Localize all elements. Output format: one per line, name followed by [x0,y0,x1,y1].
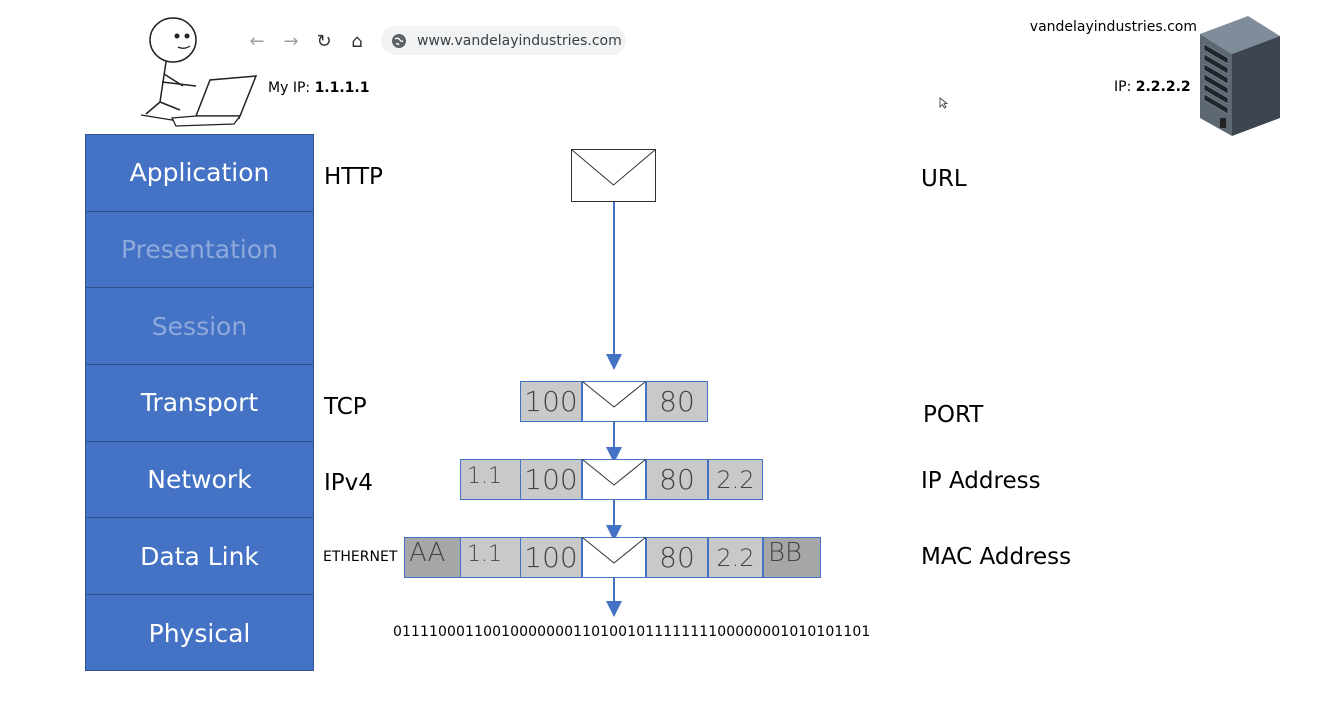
layer-physical: Physical [148,618,251,648]
user-at-laptop-illustration [140,17,258,127]
url-text: www.vandelayindustries.com [417,32,622,49]
back-arrow-icon[interactable]: ← [249,30,265,52]
mac-destination-address: BB [763,537,821,578]
address-mac-label: MAC Address [921,544,1072,570]
tcp-source-port: 100 [520,381,582,422]
tcp-destination-port: 80 [646,381,708,422]
http-message-envelope-icon [571,149,656,202]
ip-destination-address: 2.2 [708,459,763,500]
payload-envelope-icon [582,381,646,422]
protocol-ethernet: ETHERNET [323,549,398,565]
tcp-source-port: 100 [520,459,582,500]
reload-icon[interactable]: ↻ [316,30,332,52]
ip-source-address: 1.1 [460,459,521,500]
layer-transport: Transport [86,365,313,442]
protocol-http: HTTP [324,164,383,190]
address-ip-label: IP Address [921,468,1041,494]
layer-data-link: Data Link [86,518,313,596]
tcp-destination-port: 80 [646,459,708,500]
mac-source-address: AA [404,537,461,578]
address-bar[interactable]: www.vandelayindustries.com [381,26,626,55]
forward-arrow-icon[interactable]: → [283,30,299,52]
address-port-label: PORT [923,402,984,428]
home-icon[interactable]: ⌂ [351,30,363,52]
layer-application: Application [86,135,313,212]
physical-bitstream: 0111100011001000000011010010111111110000… [393,624,871,640]
ip-source-address: 1.1 [460,537,521,578]
client-ip-label: My IP: 1.1.1.1 [268,80,370,96]
server-hostname: vandelayindustries.com [1029,19,1197,35]
layer-network: Network [86,442,313,519]
layer-presentation: Presentation [86,212,313,289]
address-url-label: URL [921,166,967,192]
server-rack-icon [1200,16,1280,136]
tcp-source-port: 100 [520,537,582,578]
ip-destination-address: 2.2 [708,537,763,578]
protocol-tcp: TCP [324,394,367,420]
tcp-destination-port: 80 [646,537,708,578]
server-ip-label: IP: 2.2.2.2 [1114,79,1191,95]
payload-envelope-icon [582,537,646,578]
layer-session: Session [86,288,313,366]
payload-envelope-icon [582,459,646,500]
mouse-cursor-icon [939,97,948,109]
protocol-ipv4: IPv4 [324,470,373,496]
globe-icon [392,33,406,48]
osi-model-stack: Application Presentation Session Transpo… [85,134,314,671]
